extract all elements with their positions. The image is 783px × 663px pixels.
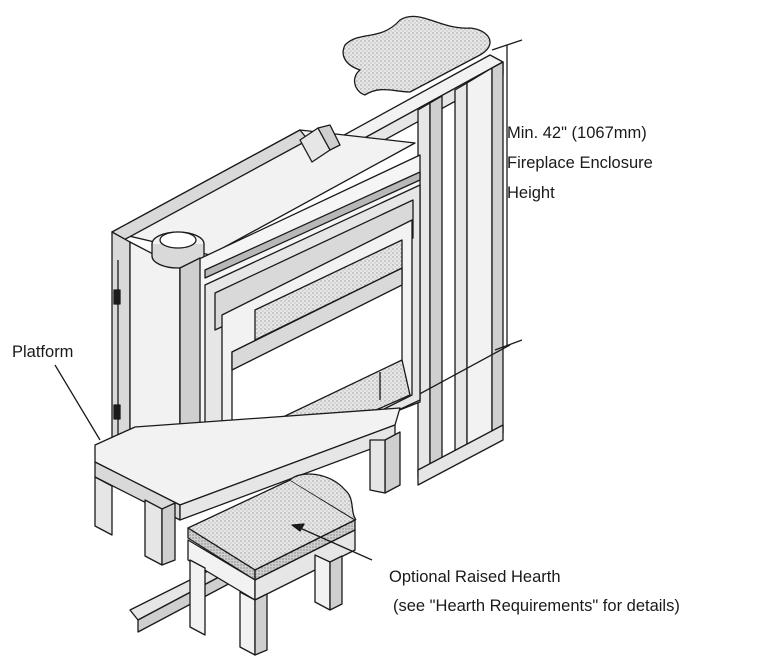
hearth-leader-arrow xyxy=(291,523,305,532)
platform-label: Platform xyxy=(12,343,74,361)
wall-framing xyxy=(334,15,504,486)
enclosure-height-line-2: Fireplace Enclosure xyxy=(507,153,653,172)
enclosure-height-label: Min. 42" (1067mm) Fireplace Enclosure He… xyxy=(507,122,653,212)
hearth-leader-line xyxy=(299,527,373,561)
enclosure-height-line-3: Height xyxy=(507,183,555,202)
raised-hearth xyxy=(187,473,357,656)
raised-hearth-line-1: Optional Raised Hearth xyxy=(389,568,561,586)
platform-structure xyxy=(94,407,401,633)
enclosure-height-line-1: Min. 42" (1067mm) xyxy=(507,124,647,142)
platform-leader-line xyxy=(54,364,101,441)
raised-hearth-label: Optional Raised Hearth (see "Hearth Requ… xyxy=(389,566,680,619)
raised-hearth-line-2: (see "Hearth Requirements" for details) xyxy=(393,596,680,615)
